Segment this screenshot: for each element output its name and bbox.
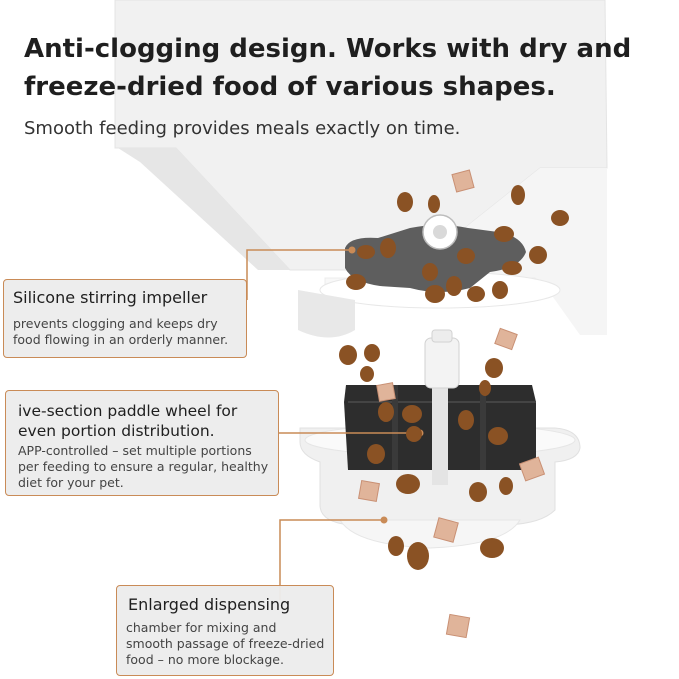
callout-leader-lines bbox=[246, 249, 420, 600]
callout-title-line-2: even portion distribution. bbox=[18, 422, 215, 440]
callout-title-line-1: ive-section paddle wheel for bbox=[18, 402, 238, 420]
freeze-dried-pieces bbox=[357, 169, 546, 639]
callout-description: APP-controlled – set multiple portions p… bbox=[18, 443, 269, 490]
callout-title: Enlarged dispensing bbox=[128, 595, 291, 614]
callout-description: chamber for mixing and smooth passage of… bbox=[126, 620, 325, 667]
headline-line-1: Anti-clogging design. Works with dry and bbox=[24, 34, 632, 64]
headline-line-2: freeze-dried food of various shapes. bbox=[24, 72, 556, 102]
subheadline: Smooth feeding provides meals exactly on… bbox=[24, 118, 461, 139]
callout-title: Silicone stirring impeller bbox=[13, 288, 208, 307]
dry-kibble-pieces bbox=[339, 185, 569, 570]
callout-title: ive-section paddle wheel for even portio… bbox=[18, 401, 270, 441]
callout-dispensing-chamber: Enlarged dispensing chamber for mixing a… bbox=[116, 585, 334, 676]
callout-stirring-impeller: Silicone stirring impeller prevents clog… bbox=[3, 279, 247, 358]
headline: Anti-clogging design. Works with dry and… bbox=[24, 30, 664, 106]
callout-description: prevents clogging and keeps dry food flo… bbox=[13, 316, 229, 347]
callout-paddle-wheel: ive-section paddle wheel for even portio… bbox=[5, 390, 279, 496]
